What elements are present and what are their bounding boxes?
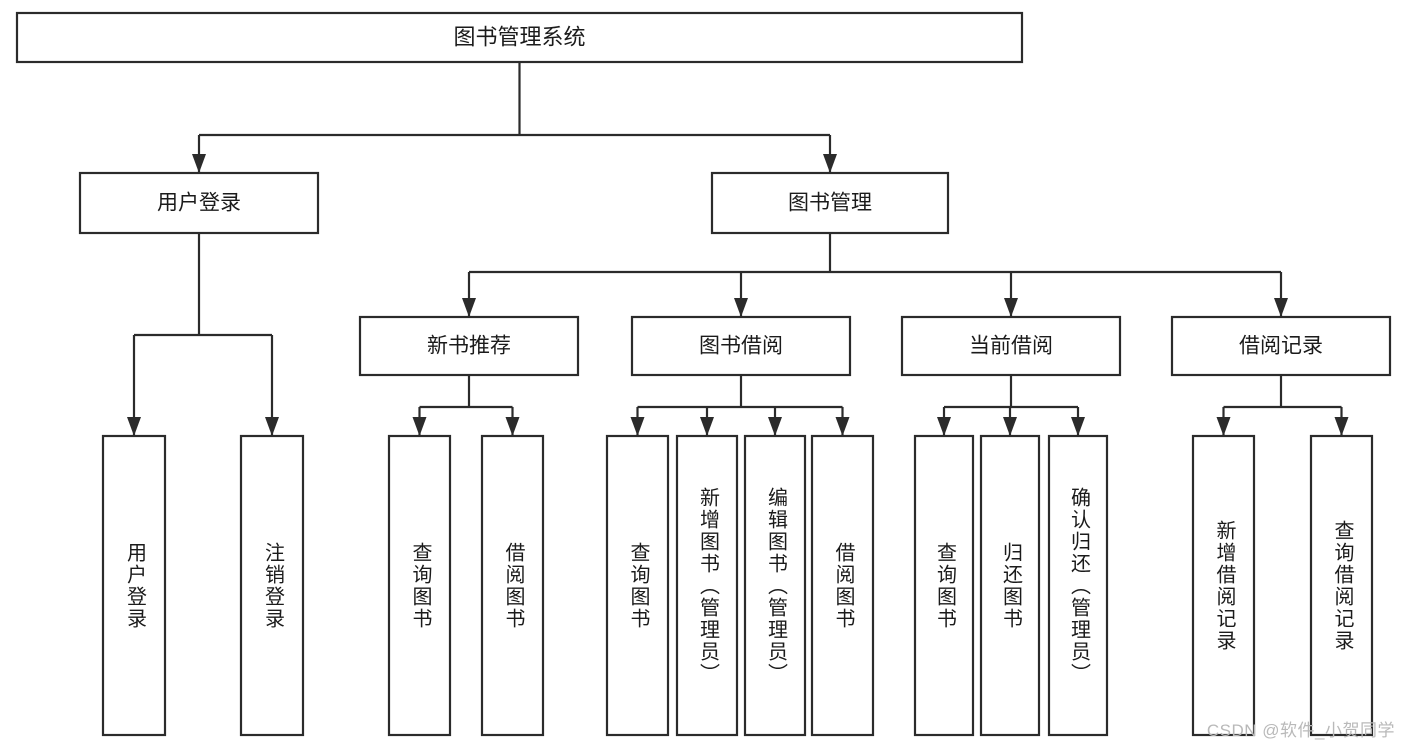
- leaf-node-2[interactable]: [387, 434, 452, 737]
- node-level2-2[interactable]: 当前借阅: [900, 315, 1122, 377]
- node-root-图书管理系统-label: 图书管理系统: [453, 24, 585, 49]
- arrow-head-icon: [1274, 298, 1288, 317]
- leaf-node-6[interactable]: [743, 434, 807, 737]
- leaf-node-11-box[interactable]: [1191, 434, 1256, 737]
- arrow-head-icon: [823, 154, 837, 173]
- arrow-head-icon: [1004, 298, 1018, 317]
- leaf-node-3[interactable]: [480, 434, 545, 737]
- arrow-head-icon: [192, 154, 206, 173]
- node-level2-3-label: 借阅记录: [1239, 335, 1323, 358]
- leaf-node-7[interactable]: [810, 434, 875, 737]
- node-level2-0-box[interactable]: [358, 315, 580, 377]
- node-level2-1-label: 图书借阅: [699, 335, 783, 358]
- leaf-node-8-box[interactable]: [913, 434, 975, 737]
- leaf-node-2-box[interactable]: [387, 434, 452, 737]
- arrow-head-icon: [1003, 417, 1017, 436]
- arrow-head-icon: [734, 298, 748, 317]
- leaf-node-8[interactable]: [913, 434, 975, 737]
- leaf-node-0-box[interactable]: [101, 434, 167, 737]
- leaf-node-9-box[interactable]: [979, 434, 1041, 737]
- leaf-node-10[interactable]: [1047, 434, 1109, 737]
- leaf-node-7-box[interactable]: [810, 434, 875, 737]
- node-level1-0-box[interactable]: [78, 171, 320, 235]
- arrow-head-icon: [1216, 417, 1231, 436]
- watermark-text: CSDN @软件_小贺同学: [1206, 721, 1395, 740]
- arrow-head-icon: [265, 417, 279, 436]
- node-root-图书管理系统[interactable]: 图书管理系统: [15, 11, 1024, 64]
- leaf-node-12[interactable]: [1309, 434, 1374, 737]
- arrow-head-icon: [835, 417, 850, 436]
- node-level1-0-label: 用户登录: [157, 192, 241, 215]
- arrow-head-icon: [412, 417, 427, 436]
- arrow-head-icon: [937, 417, 951, 436]
- node-level1-1-label: 图书管理: [788, 192, 872, 215]
- leaf-node-0[interactable]: [101, 434, 167, 737]
- node-level1-0[interactable]: 用户登录: [78, 171, 320, 235]
- arrow-head-icon: [1334, 417, 1349, 436]
- connectors-layer: [127, 62, 1349, 436]
- node-level1-1-box[interactable]: [710, 171, 950, 235]
- arrow-head-icon: [630, 417, 645, 436]
- node-level2-0-label: 新书推荐: [427, 335, 511, 358]
- leaf-node-1[interactable]: [239, 434, 305, 737]
- arrow-head-icon: [462, 298, 476, 317]
- node-level1-1[interactable]: 图书管理: [710, 171, 950, 235]
- arrow-head-icon: [768, 417, 782, 436]
- leaf-node-4[interactable]: [605, 434, 670, 737]
- arrow-head-icon: [1071, 417, 1085, 436]
- node-level2-1-box[interactable]: [630, 315, 852, 377]
- node-level2-3[interactable]: 借阅记录: [1170, 315, 1392, 377]
- leaf-node-11[interactable]: [1191, 434, 1256, 737]
- leaf-node-6-box[interactable]: [743, 434, 807, 737]
- leaf-node-10-box[interactable]: [1047, 434, 1109, 737]
- arrow-head-icon: [127, 417, 141, 436]
- node-level2-0[interactable]: 新书推荐: [358, 315, 580, 377]
- node-level2-1[interactable]: 图书借阅: [630, 315, 852, 377]
- leaf-node-12-box[interactable]: [1309, 434, 1374, 737]
- leaf-node-1-box[interactable]: [239, 434, 305, 737]
- node-level2-2-label: 当前借阅: [969, 335, 1053, 358]
- node-level2-2-box[interactable]: [900, 315, 1122, 377]
- leaf-node-4-box[interactable]: [605, 434, 670, 737]
- leaf-node-9[interactable]: [979, 434, 1041, 737]
- arrow-head-icon: [505, 417, 520, 436]
- node-level2-3-box[interactable]: [1170, 315, 1392, 377]
- node-root-图书管理系统-box[interactable]: [15, 11, 1024, 64]
- arrow-head-icon: [700, 417, 714, 436]
- leaf-node-5[interactable]: [675, 434, 739, 737]
- leaf-node-5-box[interactable]: [675, 434, 739, 737]
- leaf-node-3-box[interactable]: [480, 434, 545, 737]
